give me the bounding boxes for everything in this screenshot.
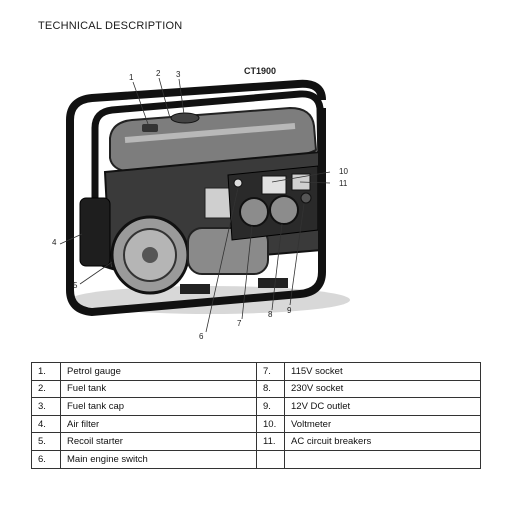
table-row: 5. Recoil starter 11. AC circuit breaker… bbox=[31, 432, 481, 451]
115v-socket bbox=[239, 197, 269, 227]
callout-7: 7 bbox=[237, 319, 242, 328]
part-number: 3. bbox=[31, 397, 61, 416]
part-name: 230V socket bbox=[284, 379, 481, 399]
part-number bbox=[256, 449, 285, 469]
air-filter bbox=[79, 197, 111, 267]
page-title: TECHNICAL DESCRIPTION bbox=[38, 20, 183, 32]
callout-9: 9 bbox=[287, 306, 292, 315]
table-row: 4. Air filter 10. Voltmeter bbox=[31, 414, 481, 434]
part-number: 4. bbox=[31, 414, 61, 434]
frame-top bbox=[66, 79, 326, 121]
part-name: Recoil starter bbox=[60, 432, 257, 451]
12v-outlet bbox=[300, 192, 312, 204]
frame-back-top bbox=[91, 90, 326, 231]
part-name: AC circuit breakers bbox=[284, 432, 481, 451]
part-name: 12V DC outlet bbox=[284, 397, 481, 416]
callout-1: 1 bbox=[129, 73, 134, 82]
voltmeter bbox=[261, 175, 287, 195]
part-name: 115V socket bbox=[284, 362, 481, 381]
230v-socket bbox=[269, 195, 299, 225]
callout-2: 2 bbox=[156, 69, 161, 78]
callout-8: 8 bbox=[268, 310, 273, 319]
table-row: 1. Petrol gauge 7. 115V socket bbox=[31, 362, 481, 381]
part-number: 11. bbox=[256, 432, 285, 451]
part-number: 5. bbox=[31, 432, 61, 451]
part-name: Air filter bbox=[60, 414, 257, 434]
parts-table: 1. Petrol gauge 7. 115V socket 2. Fuel t… bbox=[31, 362, 481, 469]
part-name bbox=[284, 449, 481, 469]
fuel-tank-cap bbox=[170, 112, 200, 124]
engine-switch bbox=[233, 178, 243, 188]
part-number: 7. bbox=[256, 362, 285, 381]
generator-figure: CT1900 1 2 3 4 5 6 7 8 9 10 11 bbox=[52, 66, 350, 341]
callout-6: 6 bbox=[199, 332, 204, 341]
part-number: 2. bbox=[31, 379, 61, 399]
part-name: Main engine switch bbox=[60, 449, 257, 469]
part-name: Voltmeter bbox=[284, 414, 481, 434]
part-name: Fuel tank cap bbox=[60, 397, 257, 416]
callout-4: 4 bbox=[52, 238, 57, 247]
part-number: 10. bbox=[256, 414, 285, 434]
part-name: Petrol gauge bbox=[60, 362, 257, 381]
callout-3: 3 bbox=[176, 70, 181, 79]
part-number: 8. bbox=[256, 379, 285, 399]
part-number: 6. bbox=[31, 449, 61, 469]
fuel-tank bbox=[109, 106, 318, 174]
callout-10: 10 bbox=[339, 167, 348, 176]
petrol-gauge bbox=[142, 124, 158, 132]
frame-front bbox=[66, 108, 326, 317]
leader-lines bbox=[59, 77, 331, 333]
callout-5: 5 bbox=[73, 281, 78, 290]
foot-left bbox=[180, 284, 210, 294]
part-number: 9. bbox=[256, 397, 285, 416]
part-number: 1. bbox=[31, 362, 61, 381]
callout-11: 11 bbox=[339, 179, 348, 188]
part-name: Fuel tank bbox=[60, 379, 257, 399]
model-label: CT1900 bbox=[244, 66, 277, 76]
generator-illustration bbox=[59, 77, 350, 333]
table-row: 3. Fuel tank cap 9. 12V DC outlet bbox=[31, 397, 481, 416]
fuel-tank-highlight bbox=[124, 123, 296, 143]
table-row: 6. Main engine switch bbox=[31, 449, 481, 469]
table-row: 2. Fuel tank 8. 230V socket bbox=[31, 379, 481, 399]
foot-right bbox=[258, 278, 288, 288]
